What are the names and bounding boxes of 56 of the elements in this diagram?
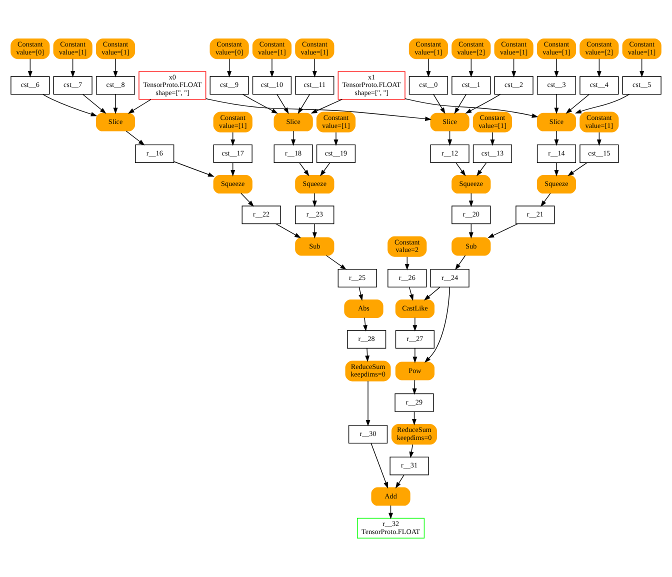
arrow [568, 162, 588, 176]
arrow [365, 348, 370, 362]
arrow [270, 58, 274, 78]
arrow [455, 255, 466, 270]
arrow [240, 192, 254, 207]
arrow [426, 58, 431, 78]
arrow [113, 94, 118, 114]
arrow [276, 224, 302, 238]
arrow [454, 94, 466, 114]
arrow [227, 58, 232, 78]
arrow [404, 98, 538, 118]
arrow [596, 58, 602, 78]
arrow [366, 380, 370, 426]
arrow [424, 286, 450, 363]
arrow [468, 58, 474, 78]
arrow [370, 442, 388, 489]
arrow [465, 94, 501, 114]
arrow [554, 94, 559, 114]
arrow [126, 130, 145, 146]
arrow [42, 94, 98, 116]
arrow [395, 474, 404, 489]
arrow [358, 286, 363, 301]
arrow [299, 162, 310, 176]
arrow [363, 317, 368, 332]
arrow [433, 94, 446, 114]
arrow [456, 162, 466, 176]
arrow [412, 348, 418, 364]
arrow [70, 58, 76, 78]
arrow [128, 99, 152, 114]
arrow [512, 58, 516, 78]
arrow [566, 94, 590, 114]
arrow [82, 94, 106, 114]
arrow [326, 255, 347, 270]
arrow [334, 132, 338, 146]
arrow [412, 317, 418, 332]
arrow [554, 130, 559, 146]
arrow [276, 94, 289, 114]
arrow [28, 58, 32, 78]
arrow [113, 58, 118, 78]
arrow [298, 94, 310, 114]
arrow [476, 162, 487, 176]
arrow [242, 94, 278, 114]
arrow [554, 162, 559, 176]
arrow [540, 192, 551, 207]
arrow [174, 161, 214, 177]
arrow [310, 99, 343, 114]
arrow [424, 286, 440, 301]
arrow [554, 58, 559, 78]
arrow [574, 94, 630, 114]
arrow [490, 132, 495, 146]
arrow [488, 224, 518, 238]
arrow [640, 58, 644, 78]
arrow [312, 58, 317, 78]
arrow [409, 444, 414, 458]
arrow [320, 162, 330, 176]
arrow [409, 286, 414, 301]
